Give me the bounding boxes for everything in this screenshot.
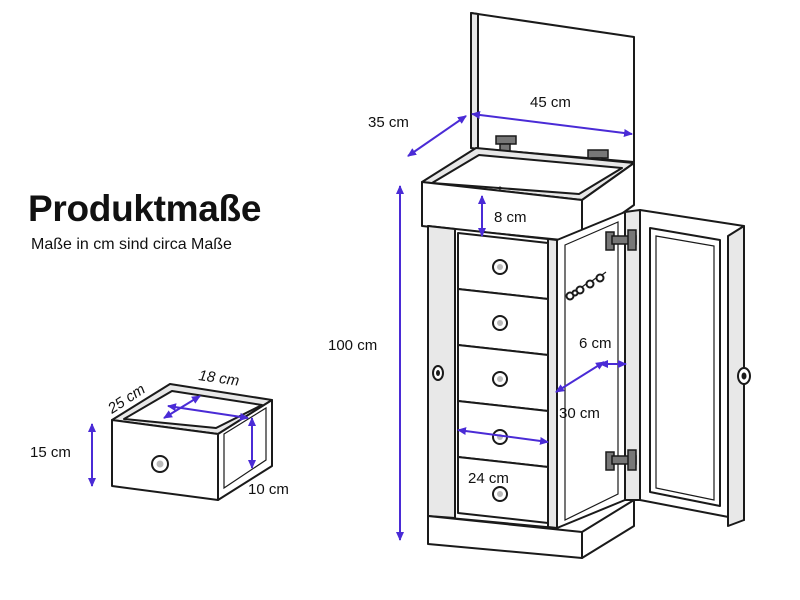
cabinet-top-box <box>421 147 635 243</box>
label-total-height: 100 cm <box>328 337 377 354</box>
drawer-5 <box>457 456 549 524</box>
label-inner-depth: 30 cm <box>559 405 600 422</box>
drawer-stack <box>457 232 549 524</box>
cabinet-door <box>605 209 751 527</box>
label-small-height: 15 cm <box>30 444 71 461</box>
arrow-inner-depth <box>555 361 605 393</box>
label-small-width: 18 cm <box>197 367 240 390</box>
label-small-inner-height: 10 cm <box>248 481 289 498</box>
door-hinge-top-icon <box>605 229 637 251</box>
dimension-arrows <box>88 111 633 541</box>
drawer-4 <box>457 400 549 468</box>
label-drawer-width: 24 cm <box>468 470 509 487</box>
door-hinge-bottom-icon <box>605 449 637 471</box>
label-door-frame: 6 cm <box>579 335 612 352</box>
drawer-2 <box>457 288 549 356</box>
page-subtitle: Maße in cm sind circa Maße <box>31 236 232 253</box>
page-title: Produktmaße <box>28 188 262 229</box>
label-lid-width: 45 cm <box>530 94 571 111</box>
arrow-depth <box>407 115 467 157</box>
arrow-small-width <box>167 403 249 421</box>
hooks-icon <box>565 271 607 301</box>
label-lid-height: 8 cm <box>494 209 527 226</box>
drawer-1 <box>457 232 549 300</box>
arrow-drawer-width <box>457 427 549 445</box>
arrow-lid-width <box>471 111 633 137</box>
drawer-3 <box>457 344 549 412</box>
cabinet <box>421 12 751 559</box>
label-depth: 35 cm <box>368 114 409 131</box>
